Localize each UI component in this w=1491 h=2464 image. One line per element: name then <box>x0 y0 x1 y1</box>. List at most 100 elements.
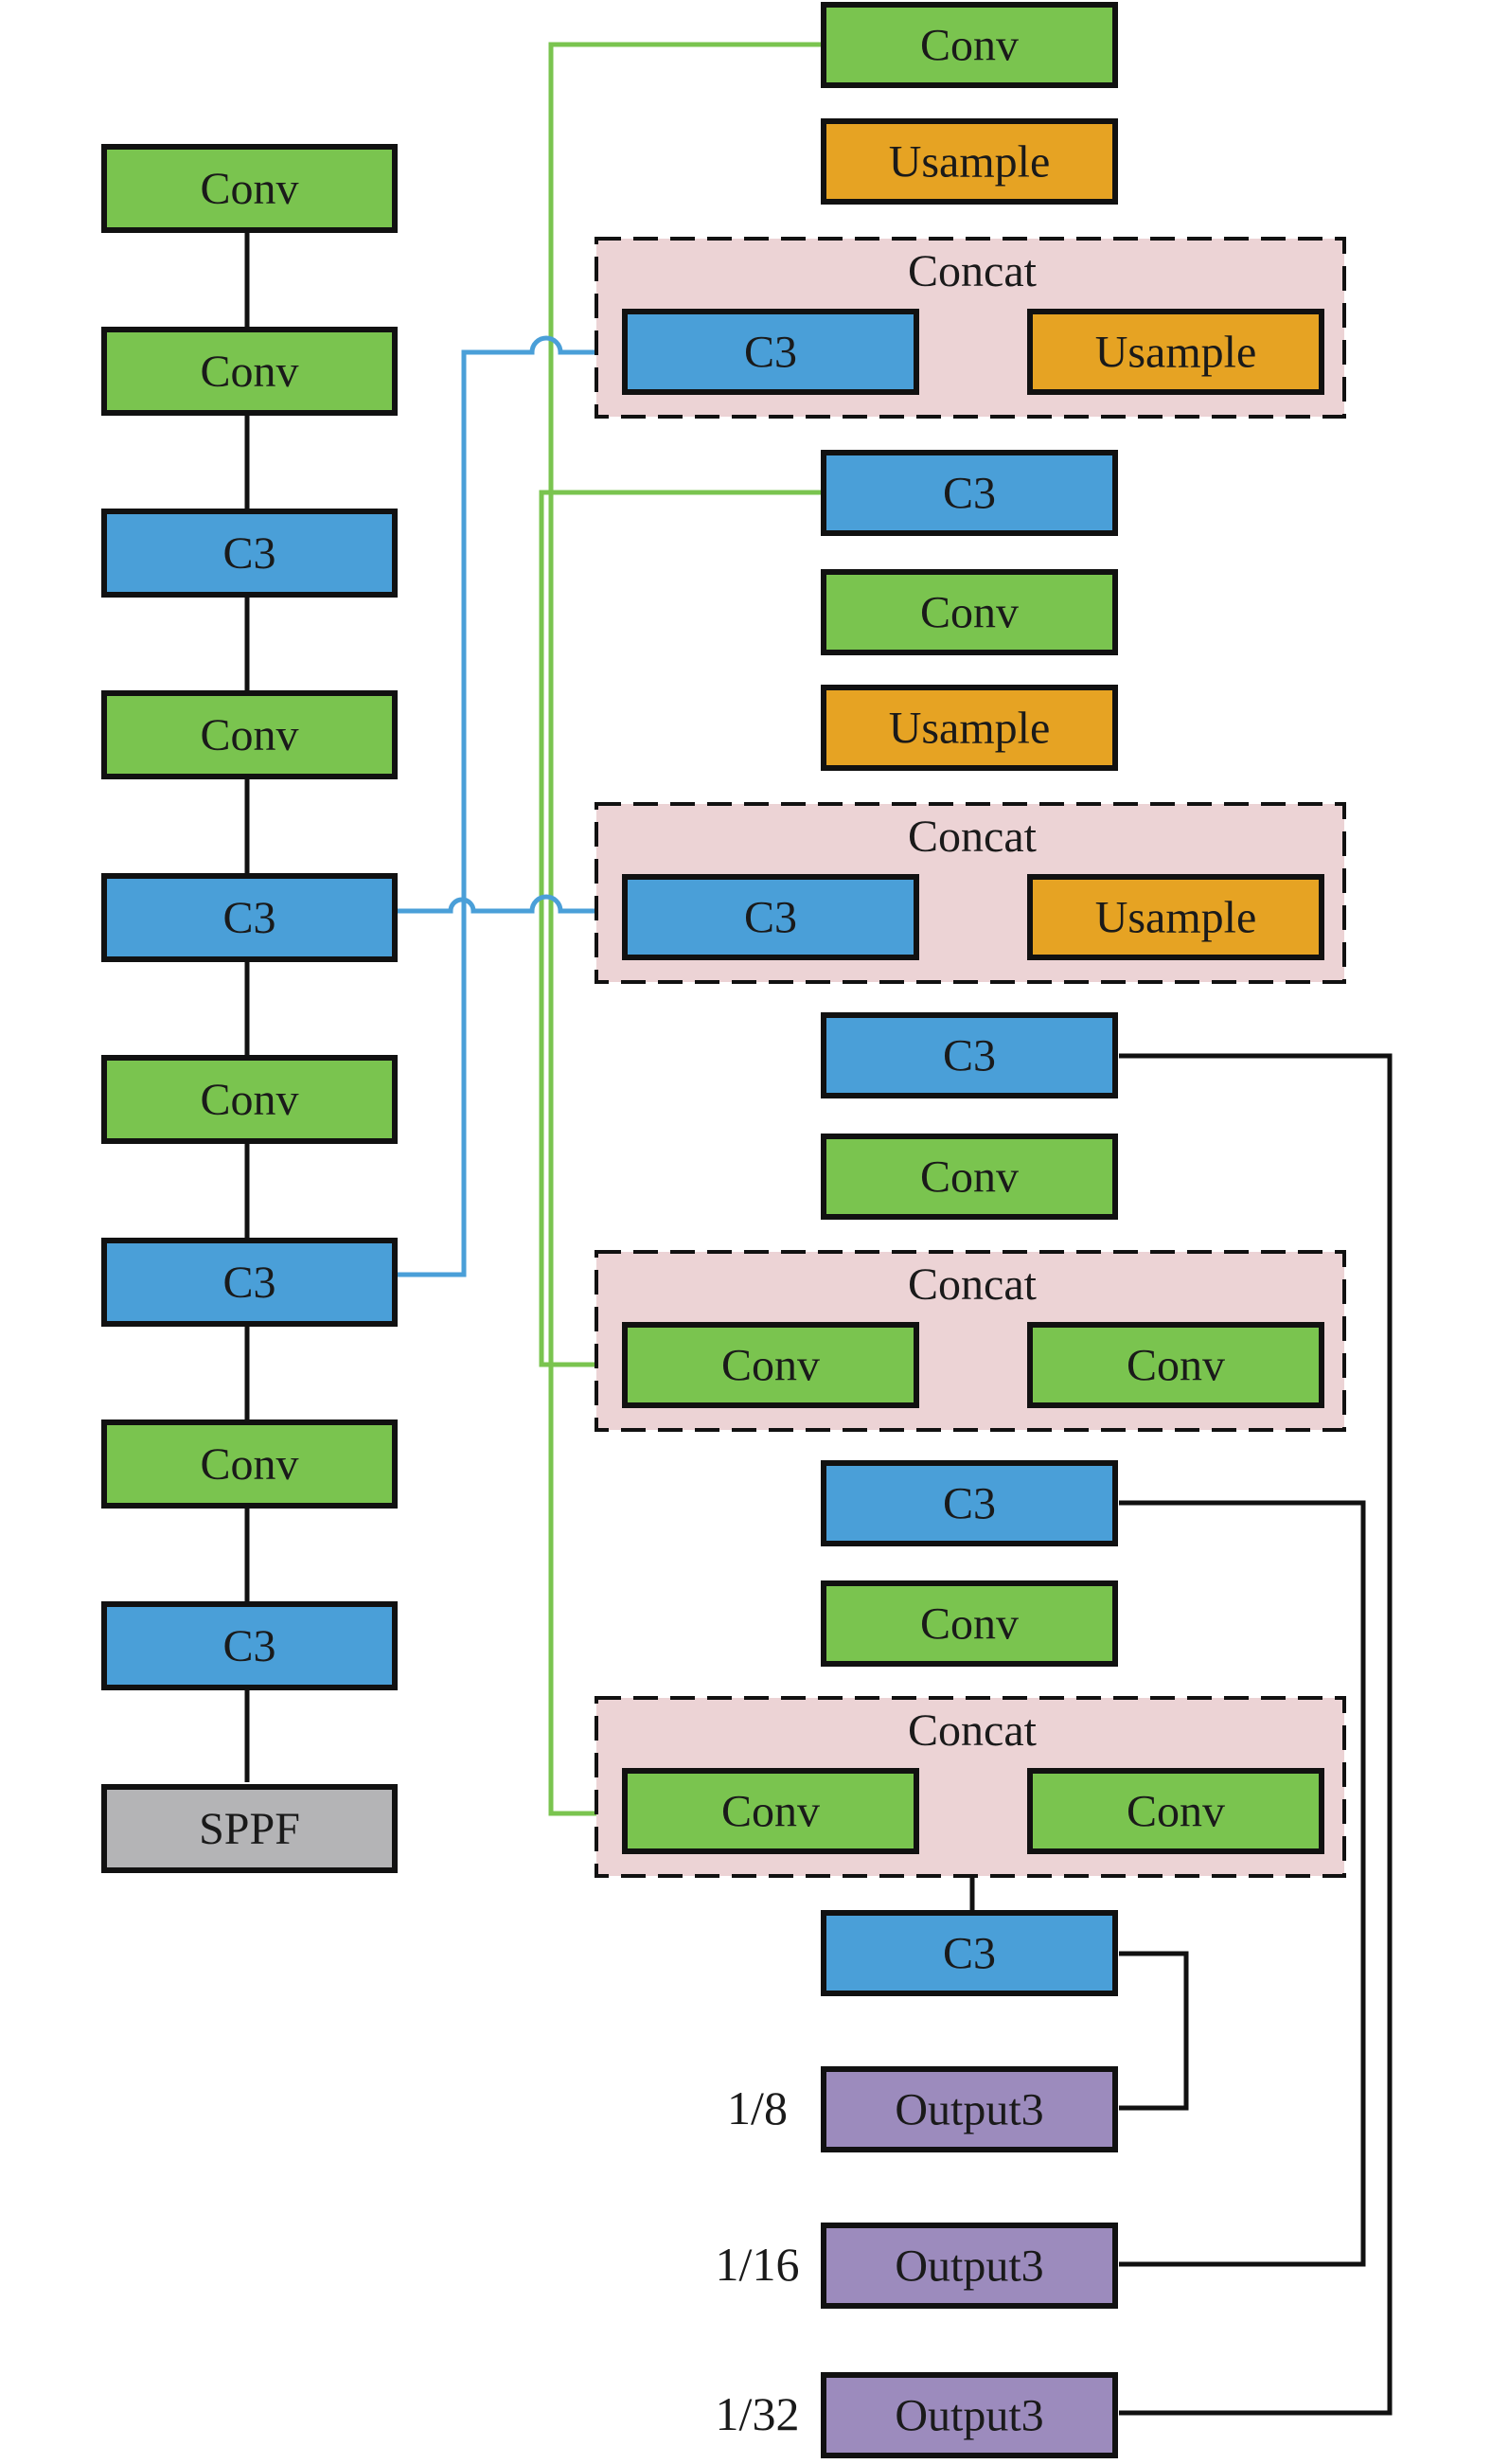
output-block-1-box <box>821 2066 1118 2152</box>
head-c3-block-8: C3 <box>821 1012 1118 1098</box>
backbone-conv-block-8-box <box>101 1419 398 1509</box>
concat-7-usample-block-2: Usample <box>1027 874 1324 960</box>
head-c3-block-8-box <box>821 1012 1118 1098</box>
backbone-c3-block-9-box <box>101 1601 398 1690</box>
output-block-1-label: Output3 <box>895 2085 1043 2135</box>
head-c3-block-14: C3 <box>821 1910 1118 1996</box>
backbone-c3-block-7-label: C3 <box>222 1258 275 1308</box>
concat-7-usample-block-2-label: Usample <box>1095 893 1257 943</box>
backbone-c3-block-7-box <box>101 1238 398 1327</box>
backbone-c3-block-7: C3 <box>101 1238 398 1327</box>
concat-10-conv-block-2: Conv <box>1027 1322 1324 1408</box>
concat-13-conv-block-1: Conv <box>622 1768 919 1854</box>
concat-label: Concat <box>908 1259 1038 1310</box>
head-c3-block-11-label: C3 <box>943 1479 996 1529</box>
head-conv-block-5-label: Conv <box>920 588 1019 638</box>
concat-3-c3-block-1-label: C3 <box>744 328 797 378</box>
output-block-3-box <box>821 2372 1118 2458</box>
backbone-conv-block-1-label: Conv <box>200 164 298 214</box>
backbone-conv-block-4-box <box>101 690 398 779</box>
concat-10-conv-block-1-box <box>622 1322 919 1408</box>
head-conv-block-9-box <box>821 1134 1118 1220</box>
concat-3-c3-block-1: C3 <box>622 309 919 395</box>
head-conv-block-9: Conv <box>821 1134 1118 1220</box>
backbone-conv-block-8: Conv <box>101 1419 398 1509</box>
backbone-conv-block-2: Conv <box>101 327 398 416</box>
output-block-3-label: Output3 <box>895 2391 1043 2441</box>
head-conv-block-1: Conv <box>821 2 1118 88</box>
head-usample-block-6-box <box>821 685 1118 771</box>
backbone-c3-block-9: C3 <box>101 1601 398 1690</box>
concat-13-conv-block-1-label: Conv <box>721 1787 820 1837</box>
head-conv-block-5-box <box>821 569 1118 655</box>
head-usample-block-6: Usample <box>821 685 1118 771</box>
backbone-c3-block-5: C3 <box>101 873 398 962</box>
backbone-conv-block-1: Conv <box>101 144 398 233</box>
skip-line-green-top <box>548 42 824 1816</box>
concat-7-c3-block-1-label: C3 <box>744 893 797 943</box>
concat-label: Concat <box>908 812 1038 862</box>
head-usample-block-2-label: Usample <box>889 137 1051 187</box>
concat-13-conv-block-1-box <box>622 1768 919 1854</box>
backbone-conv-block-2-label: Conv <box>200 347 298 397</box>
backbone-conv-block-4-label: Conv <box>200 710 298 760</box>
head-c3-block-4-label: C3 <box>943 469 996 519</box>
concat-10-conv-block-2-label: Conv <box>1127 1341 1225 1391</box>
concat-label: Concat <box>908 246 1038 296</box>
concat-7-c3-block-1-box <box>622 874 919 960</box>
backbone-conv-block-6-box <box>101 1055 398 1144</box>
output-block-2-label: Output3 <box>895 2241 1043 2292</box>
backbone-sppf-block-10-box <box>101 1784 398 1873</box>
head-c3-block-8-label: C3 <box>943 1031 996 1081</box>
concat-10-conv-block-1: Conv <box>622 1322 919 1408</box>
concat-3-usample-block-2-label: Usample <box>1095 328 1257 378</box>
concat-7-usample-block-2-box <box>1027 874 1324 960</box>
concat-3-usample-block-2-box <box>1027 309 1324 395</box>
backbone-conv-block-4: Conv <box>101 690 398 779</box>
backbone-conv-block-2-box <box>101 327 398 416</box>
backbone-conv-block-6-label: Conv <box>200 1075 298 1125</box>
connector-c3-to-output-1-16 <box>1119 1500 1366 2267</box>
head-c3-block-11: C3 <box>821 1460 1118 1546</box>
head-c3-block-11-box <box>821 1460 1118 1546</box>
head-conv-block-5: Conv <box>821 569 1118 655</box>
output-scale-label-1: 1/8 <box>727 2081 788 2134</box>
concat-13-conv-block-2-label: Conv <box>1127 1787 1225 1837</box>
output-block-2: Output3 <box>821 2223 1118 2309</box>
output-scale-label-3: 1/32 <box>716 2387 800 2440</box>
head-conv-block-12-box <box>821 1580 1118 1667</box>
concat-13-conv-block-2: Conv <box>1027 1768 1324 1854</box>
head-conv-block-1-label: Conv <box>920 21 1019 71</box>
backbone-sppf-block-10-label: SPPF <box>199 1804 300 1854</box>
backbone-c3-block-5-label: C3 <box>222 893 275 943</box>
backbone-c3-block-3: C3 <box>101 509 398 598</box>
backbone-conv-block-8-label: Conv <box>200 1439 298 1490</box>
backbone-c3-block-5-box <box>101 873 398 962</box>
head-conv-block-1-box <box>821 2 1118 88</box>
head-c3-block-14-box <box>821 1910 1118 1996</box>
concat-13-conv-block-2-box <box>1027 1768 1324 1854</box>
concat-3-usample-block-2: Usample <box>1027 309 1324 395</box>
connector-c3-to-output-1-8 <box>1119 1951 1189 2111</box>
head-usample-block-2: Usample <box>821 118 1118 205</box>
backbone-c3-block-9-label: C3 <box>222 1621 275 1671</box>
skip-line-green-middle <box>539 490 824 1367</box>
backbone-c3-block-3-box <box>101 509 398 598</box>
head-conv-block-12-label: Conv <box>920 1599 1019 1650</box>
backbone-conv-block-6: Conv <box>101 1055 398 1144</box>
head-c3-block-4-box <box>821 450 1118 536</box>
connector-c3-to-output-1-32 <box>1119 1053 1393 2416</box>
concat-10-conv-block-1-label: Conv <box>721 1341 820 1391</box>
backbone-sppf-block-10: SPPF <box>101 1784 398 1873</box>
output-block-2-box <box>821 2223 1118 2309</box>
output-scale-label-2: 1/16 <box>716 2238 800 2291</box>
head-c3-block-4: C3 <box>821 450 1118 536</box>
head-usample-block-6-label: Usample <box>889 704 1051 754</box>
backbone-c3-block-3-label: C3 <box>222 528 275 579</box>
output-block-3: Output3 <box>821 2372 1118 2458</box>
skip-line-blue-lower <box>393 894 625 914</box>
skip-line-blue-upper <box>393 335 625 1277</box>
backbone-conv-block-1-box <box>101 144 398 233</box>
